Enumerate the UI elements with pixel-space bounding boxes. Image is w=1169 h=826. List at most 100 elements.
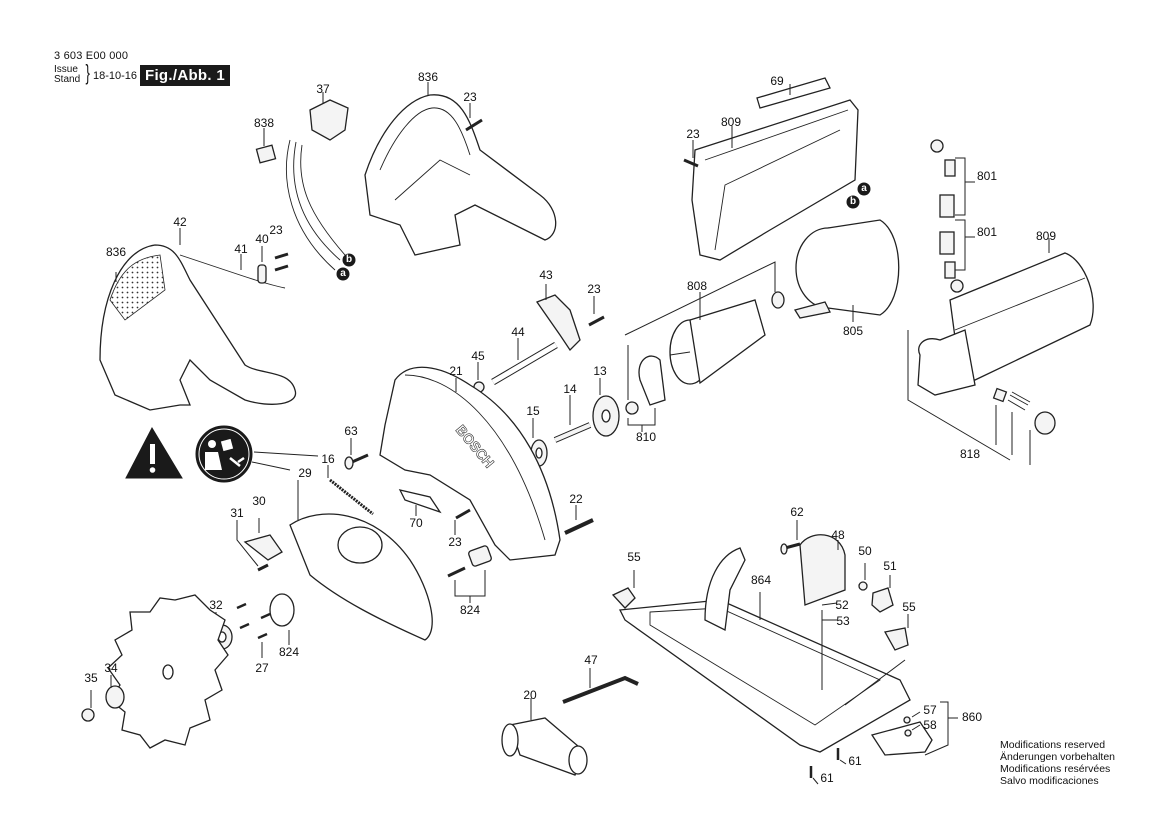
hex-key	[562, 675, 639, 704]
connector-a-label: a	[861, 183, 867, 194]
part-label: 45	[471, 349, 485, 363]
part-label: 16	[321, 452, 335, 466]
connector-b-label: b	[345, 254, 353, 265]
connectors	[336, 182, 871, 281]
read-manual-icon	[195, 425, 319, 483]
part-label: 838	[253, 116, 275, 130]
issue-label-de: Stand	[54, 74, 81, 85]
bushing-set	[447, 545, 492, 603]
part-label: 23	[269, 223, 283, 237]
part-label: 808	[686, 279, 708, 293]
connector-b-icon	[846, 195, 860, 209]
part-label: 810	[635, 430, 657, 444]
part-label: 818	[959, 447, 981, 461]
part-label: 53	[836, 614, 850, 628]
motor-housing-open	[683, 77, 859, 261]
part-label: 23	[463, 90, 477, 104]
modifications-notice: Modifications reserved Änderungen vorbeh…	[1000, 739, 1115, 787]
part-label: 61	[848, 754, 862, 768]
part-label: 824	[278, 645, 300, 659]
label-plate	[756, 77, 831, 109]
part-label: 44	[511, 325, 525, 339]
part-label: 864	[750, 573, 772, 587]
brush-holders	[930, 139, 975, 293]
part-label: 809	[720, 115, 742, 129]
brace: }	[85, 60, 90, 85]
screw	[455, 508, 471, 520]
lower-guard	[289, 480, 433, 641]
screw	[274, 264, 289, 272]
connector-b-icon	[342, 253, 356, 267]
part-label: 35	[84, 671, 98, 685]
guard-lever	[236, 518, 283, 572]
notice-line-es: Salvo modificaciones	[1000, 775, 1099, 787]
part-label: 63	[344, 424, 358, 438]
part-label: 20	[523, 688, 537, 702]
rear-handle	[99, 244, 297, 411]
armature	[624, 261, 785, 385]
part-label: 70	[409, 516, 423, 530]
part-label: 61	[820, 771, 834, 785]
connector-a-icon	[336, 267, 350, 281]
screw	[465, 103, 483, 132]
part-label: 801	[976, 225, 998, 239]
part-label: 55	[902, 600, 916, 614]
connector-b-label: b	[849, 196, 857, 207]
part-label: 62	[790, 505, 804, 519]
part-label: 58	[923, 718, 937, 732]
part-label: 41	[234, 242, 248, 256]
part-label: 42	[173, 215, 187, 229]
part-label: 31	[230, 506, 244, 520]
motor-housing	[907, 238, 1094, 465]
part-label: 34	[104, 661, 118, 675]
figure-label: Fig./Abb. 1	[140, 65, 230, 86]
leader	[812, 777, 819, 785]
notice-line-fr: Modifications resérvées	[1000, 763, 1111, 775]
part-label: 809	[1035, 229, 1057, 243]
screw-and-spring	[327, 438, 442, 516]
notice-line-de: Änderungen vorbehalten	[1000, 751, 1116, 763]
document-code: 3 603 E00 000	[54, 50, 129, 62]
blade-guard: BOSCH	[379, 366, 561, 561]
part-label: 52	[835, 598, 849, 612]
saw-blade	[81, 594, 229, 749]
connector-a-label: a	[340, 268, 346, 279]
part-label: 805	[842, 324, 864, 338]
part-label: 69	[770, 74, 784, 88]
part-label: 29	[298, 466, 312, 480]
part-label: 51	[883, 559, 897, 573]
dust-port	[501, 698, 588, 776]
part-label: 23	[448, 535, 462, 549]
part-label: 836	[105, 245, 127, 259]
part-label: 836	[417, 70, 439, 84]
part-label: 23	[686, 127, 700, 141]
leader	[839, 759, 847, 765]
part-label: 14	[563, 382, 577, 396]
issue-date: 18-10-16	[93, 70, 138, 82]
part-label: 22	[569, 492, 583, 506]
part-label: 48	[831, 528, 845, 542]
part-label: 55	[627, 550, 641, 564]
part-label: 21	[449, 364, 463, 378]
issue-label-en: Issue	[54, 64, 78, 75]
part-label: 40	[255, 232, 269, 246]
part-label: 57	[923, 703, 937, 717]
warning-triangle-icon	[125, 426, 183, 479]
base-plate	[611, 520, 911, 753]
part-label: 23	[587, 282, 601, 296]
connector-a-icon	[857, 182, 871, 196]
part-label: 30	[252, 494, 266, 508]
part-label: 43	[539, 268, 553, 282]
part-label: 37	[316, 82, 330, 96]
part-label: 860	[961, 710, 983, 724]
part-label: 15	[526, 404, 540, 418]
part-label: 27	[255, 661, 269, 675]
part-label: 47	[584, 653, 598, 667]
upper-handle-shell	[364, 82, 557, 256]
switch	[309, 92, 349, 141]
part-label: 824	[459, 603, 481, 617]
parallel-guide	[870, 701, 958, 756]
issue-labels: Issue Stand	[54, 65, 80, 85]
cable-clamp	[257, 264, 267, 284]
